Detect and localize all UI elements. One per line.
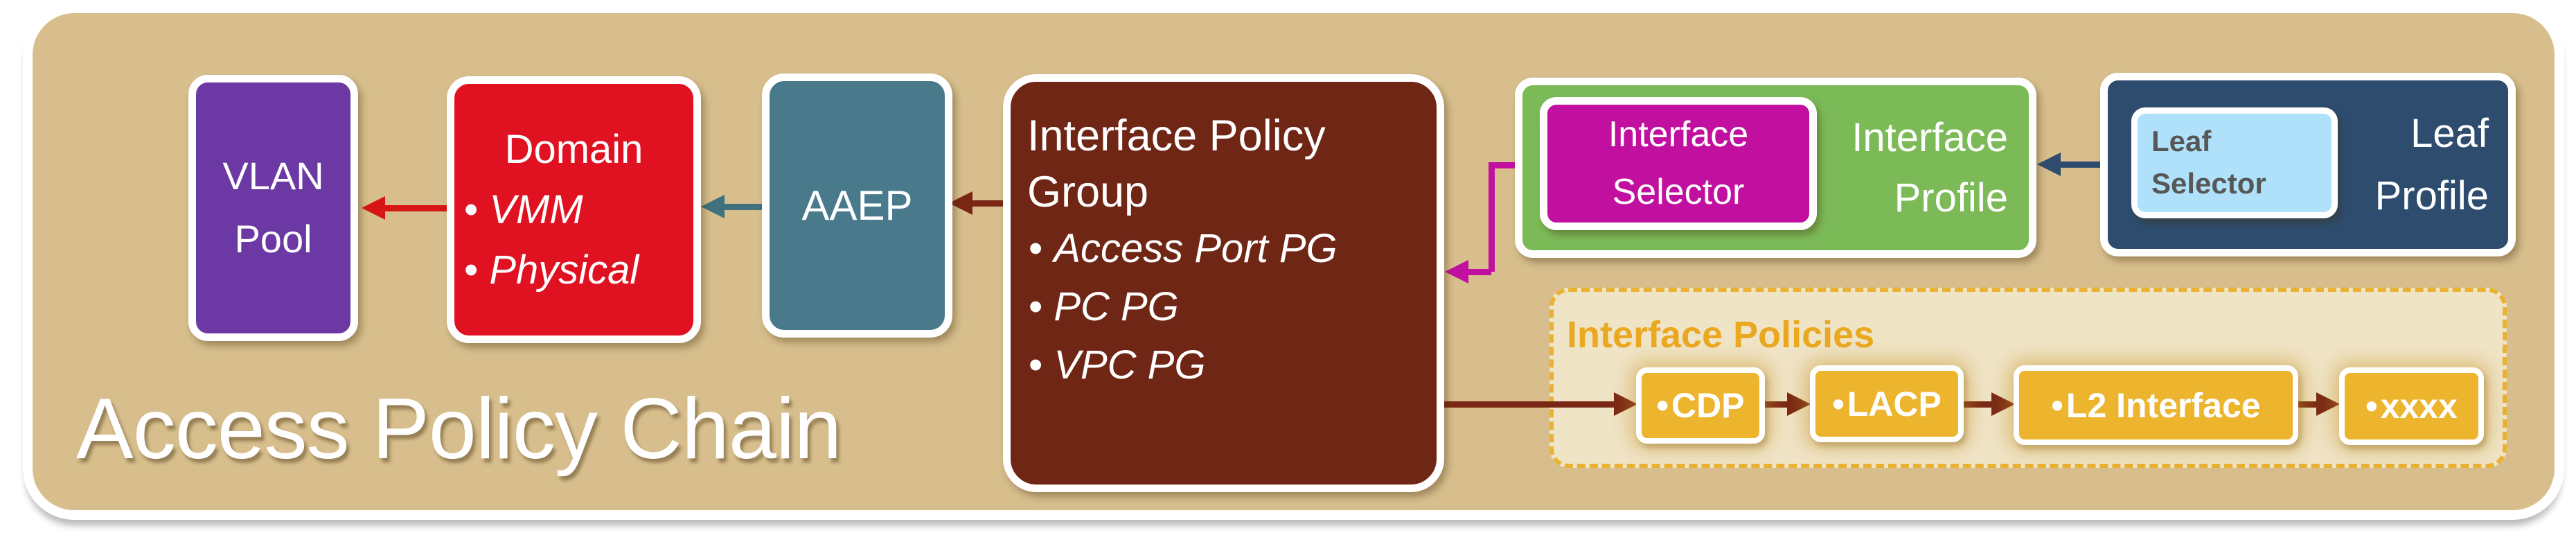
arrow-lacp-to-l2-head-icon [1991,392,2015,416]
leaf-selector-label-line1: Leaf [2151,125,2212,158]
ipg-item-access-port-pg: •Access Port PG [1029,226,1338,272]
leaf-selector-box: Leaf Selector [2131,107,2338,218]
interface-selector-box: Interface Selector [1540,97,1817,230]
ipg-item-vpc-pg: •VPC PG [1029,342,1206,388]
aaep-label: AAEP [801,182,913,229]
policy-chip-cdp: •CDP [1636,367,1765,444]
interface-selector-label-line2: Selector [1612,172,1745,212]
arrow-leafprofile-to-interfaceprofile-head-icon [2037,152,2061,176]
bullet-icon: • [2051,385,2063,425]
arrow-cdp-to-lacp-head-icon [1787,392,1811,416]
ipg-item-pc-pg: •PC PG [1029,284,1179,330]
arrow-l2-to-xxxx-shaft [2298,401,2318,408]
arrow-aaep-to-domain-shaft [725,204,763,210]
arrow-ipg-to-cdp-head-icon [1614,392,1637,416]
arrow-selector-to-ipg-segment-bottom [1468,269,1491,275]
bullet-icon: • [1029,226,1043,272]
bullet-icon: • [1656,386,1669,425]
arrow-cdp-to-lacp-shaft [1765,401,1788,408]
arrow-ipg-to-aaep-head-icon [949,191,972,215]
arrow-domain-to-vlanpool-head-icon [362,196,385,220]
vlan-pool-label-line1: VLAN [222,154,324,198]
interface-policy-group-title: Interface Policy Group [1027,112,1326,216]
arrow-lacp-to-l2-shaft [1964,401,1993,408]
arrow-ipg-to-aaep-shaft [972,200,1004,207]
interface-profile-label-line2: Profile [1894,175,2008,220]
arrow-selector-to-ipg-head-icon [1445,260,1468,284]
diagram-title: Access Policy Chain [76,381,842,477]
vlan-pool-label-line2: Pool [234,217,312,261]
policy-chip-xxxx: •xxxx [2339,367,2484,445]
arrow-l2-to-xxxx-head-icon [2316,392,2340,416]
aaep-box: AAEP [762,73,952,338]
domain-item-physical: •Physical [464,247,639,293]
domain-item-vmm: •VMM [464,187,583,232]
arrow-aaep-to-domain-head-icon [701,195,725,218]
vlan-pool-box: VLAN Pool [188,75,358,341]
domain-box: Domain •VMM •Physical [447,76,701,343]
leaf-profile-label-line1: Leaf [2410,110,2489,156]
interface-selector-label-line1: Interface [1608,114,1749,155]
arrow-ipg-to-cdp-shaft [1442,401,1615,408]
bullet-icon: • [1029,284,1043,330]
bullet-icon: • [464,247,479,293]
bullet-icon: • [2365,387,2378,426]
arrow-domain-to-vlanpool-shaft [385,205,447,211]
policy-chip-lacp: •LACP [1810,365,1964,442]
leaf-profile-label-line2: Profile [2374,173,2489,218]
bullet-icon: • [1029,342,1043,388]
interface-policies-title: Interface Policies [1567,314,1875,356]
arrow-selector-to-ipg-segment-vertical [1489,162,1495,272]
bullet-icon: • [464,187,479,232]
interface-profile-label-line1: Interface [1851,115,2008,160]
bullet-icon: • [1832,384,1845,424]
domain-title: Domain [504,127,643,172]
interface-policy-group-box: Interface Policy Group •Access Port PG •… [1003,74,1444,492]
leaf-selector-label-line2: Selector [2151,167,2266,200]
arrow-leafprofile-to-interfaceprofile-shaft [2061,162,2101,168]
policy-chip-l2-interface: •L2 Interface [2014,365,2298,445]
